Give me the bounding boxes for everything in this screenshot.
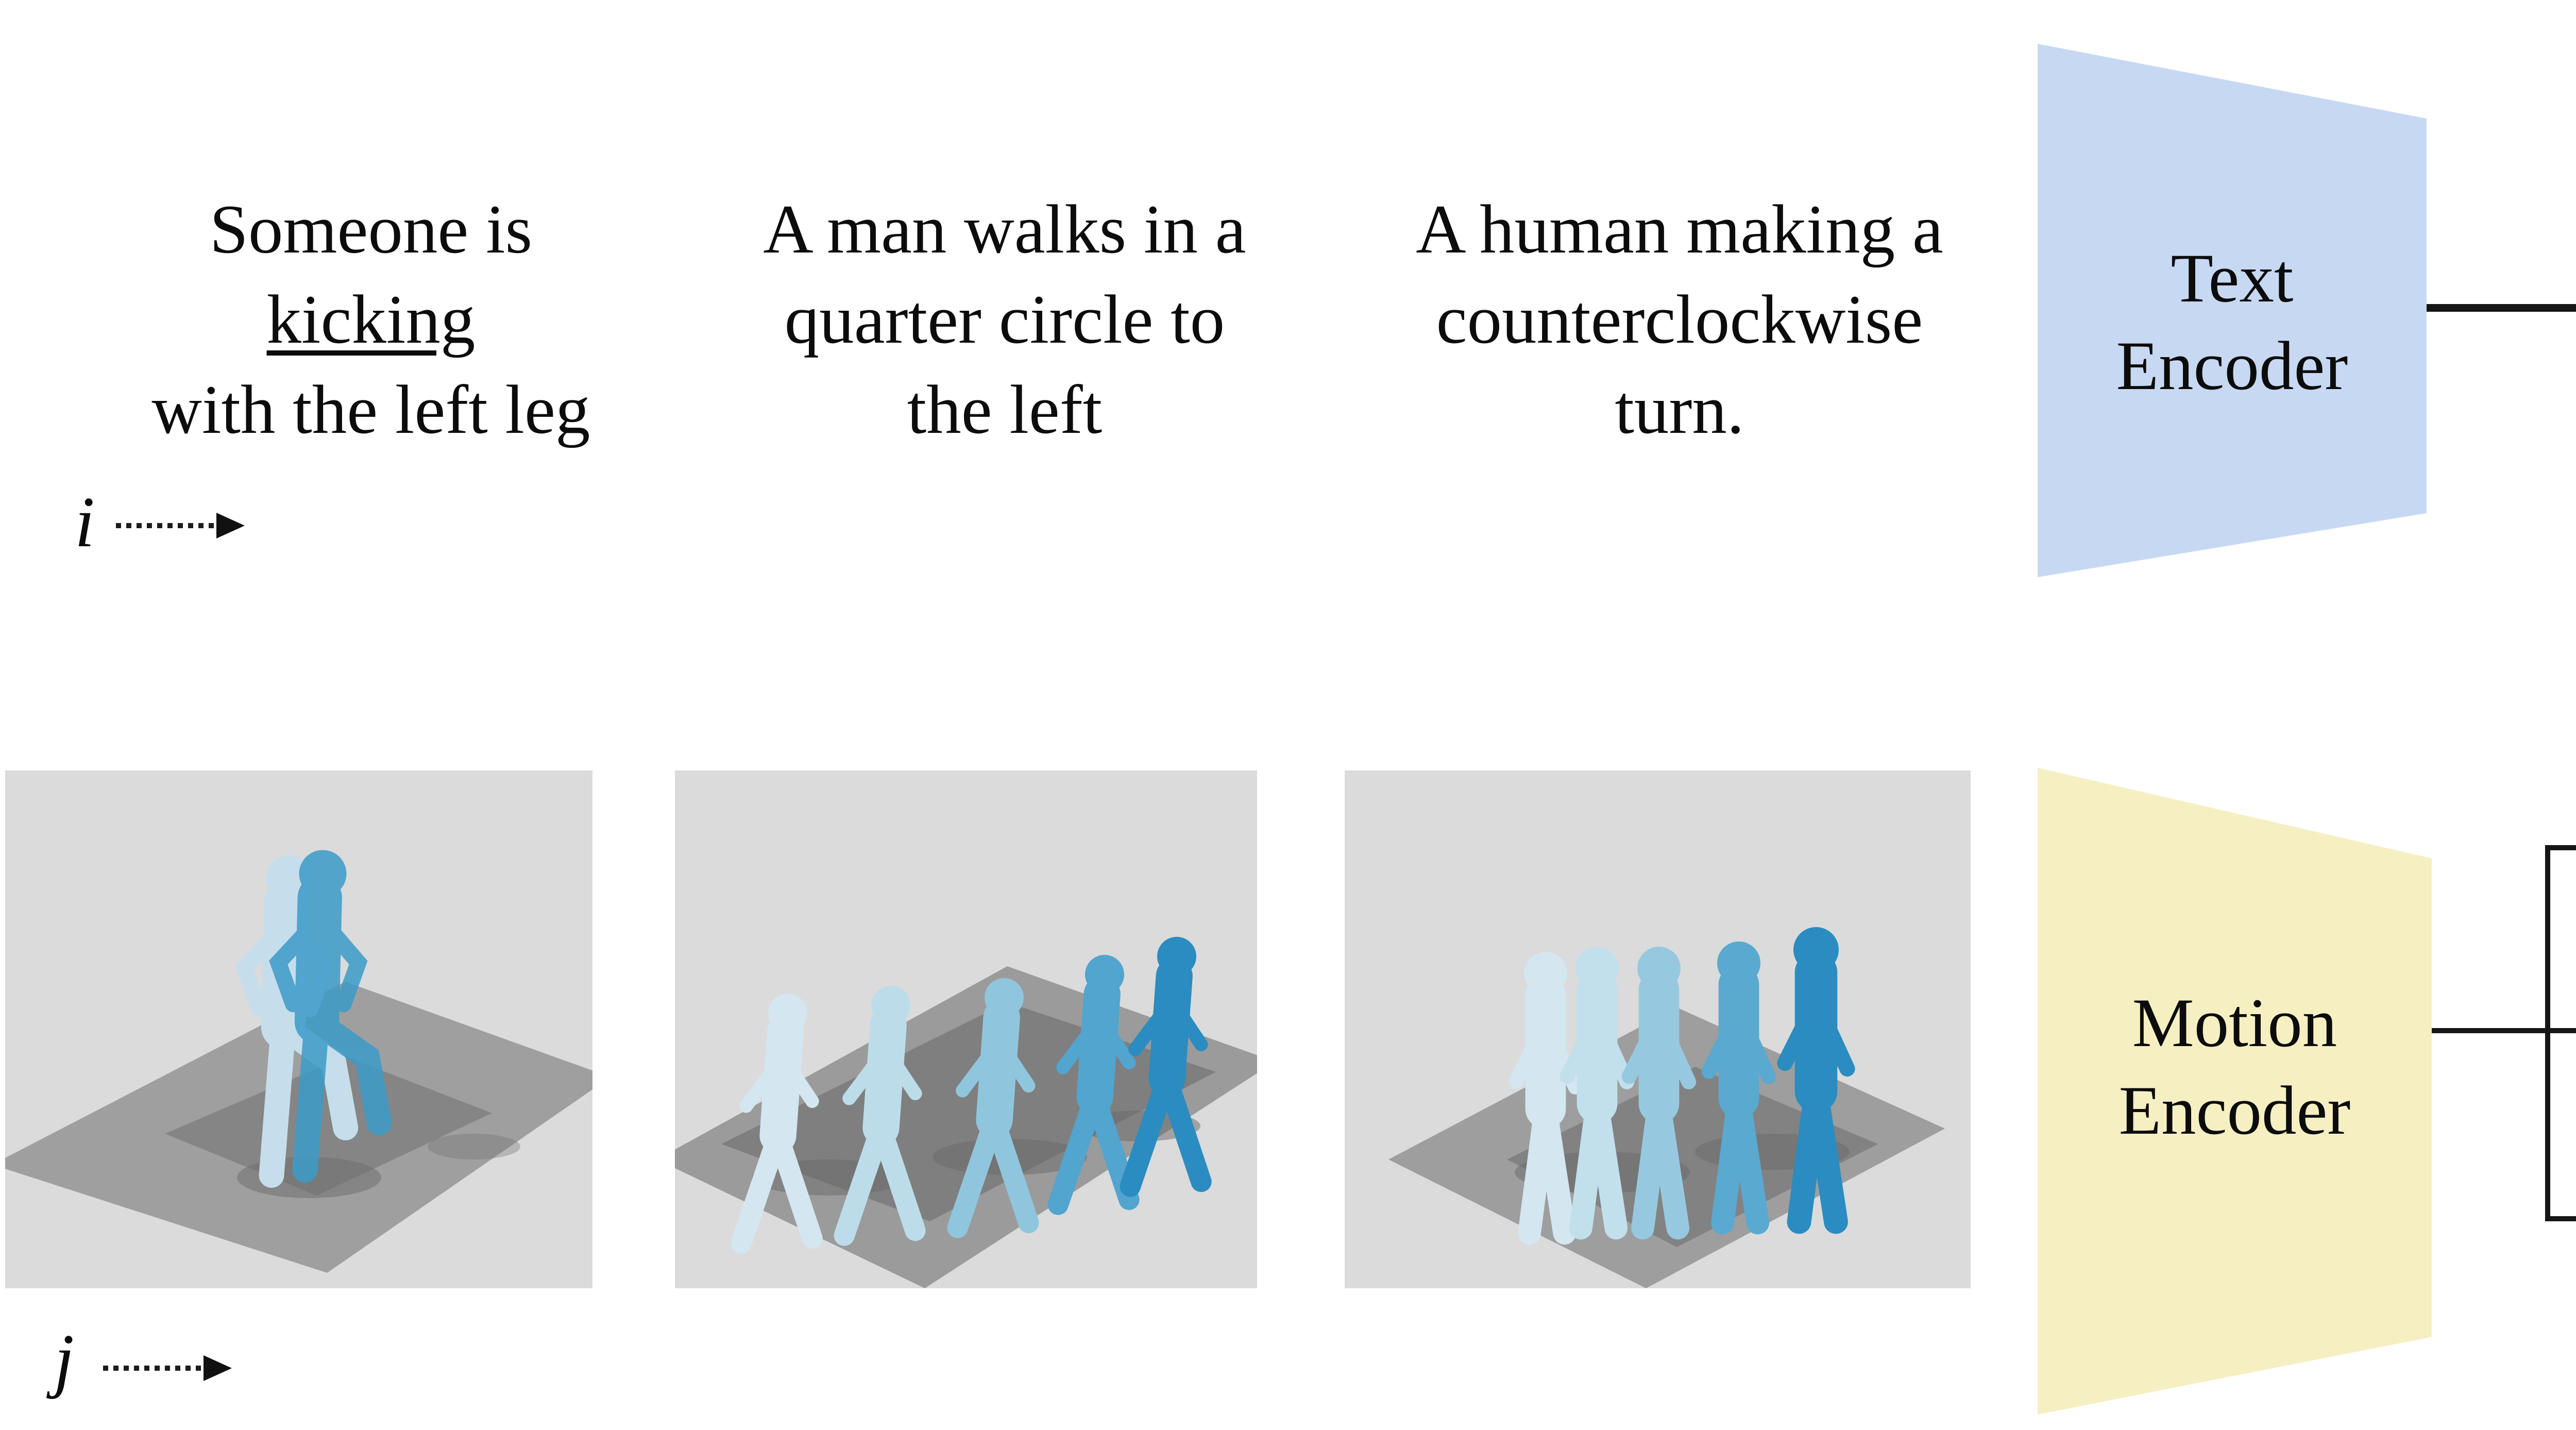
motion-render-turn [1345, 770, 1971, 1288]
text-encoder-block: Text Encoder [2038, 44, 2427, 577]
motion-encoder-out-line [2432, 1027, 2576, 1034]
motion-encoder-label: Motion Encoder [2119, 983, 2351, 1148]
motion-image-3 [1345, 770, 1971, 1288]
caption-1-line-3: with the left leg [151, 371, 590, 448]
caption-2-line-1: A man walks in a [763, 191, 1246, 268]
caption-3-line-2: counterclockwise [1436, 281, 1923, 358]
motion-image-2 [675, 770, 1257, 1288]
floor-mat [165, 1056, 492, 1196]
col-index-dotted-line [103, 1364, 201, 1370]
text-encoder-out-line [2427, 304, 2576, 311]
col-index-arrowhead-icon [204, 1354, 232, 1380]
motion-encoder-block: Motion Encoder [2038, 768, 2432, 1415]
motion-render-walk [675, 770, 1257, 1288]
text-encoder-label: Text Encoder [2116, 238, 2348, 403]
motion-branch-line [2544, 845, 2551, 1221]
caption-3: A human making a counterclockwise turn. [1358, 186, 2002, 456]
row-index-label: i [75, 484, 95, 564]
caption-2-line-2: quarter circle to [784, 281, 1225, 358]
caption-3-line-3: turn. [1615, 371, 1744, 448]
motion-arrow-stem-3 [2548, 1216, 2576, 1223]
caption-1: Someone is kicking with the left leg [49, 186, 693, 456]
caption-2: A man walks in a quarter circle to the l… [683, 186, 1327, 456]
figure-shadow [428, 1134, 520, 1159]
motion-image-1 [5, 770, 592, 1288]
caption-3-line-1: A human making a [1416, 191, 1943, 268]
row-index-dotted-line [116, 521, 214, 527]
floor-mat [1507, 1067, 1878, 1247]
motion-render-kick [5, 770, 592, 1288]
row-index-arrowhead-icon [216, 511, 245, 537]
caption-2-line-3: the left [907, 371, 1103, 448]
caption-1-line-1: Someone is [209, 191, 533, 268]
col-index-label: j [54, 1322, 74, 1402]
motion-arrow-stem-1 [2548, 844, 2576, 851]
caption-1-line-2: kicking [266, 281, 476, 358]
